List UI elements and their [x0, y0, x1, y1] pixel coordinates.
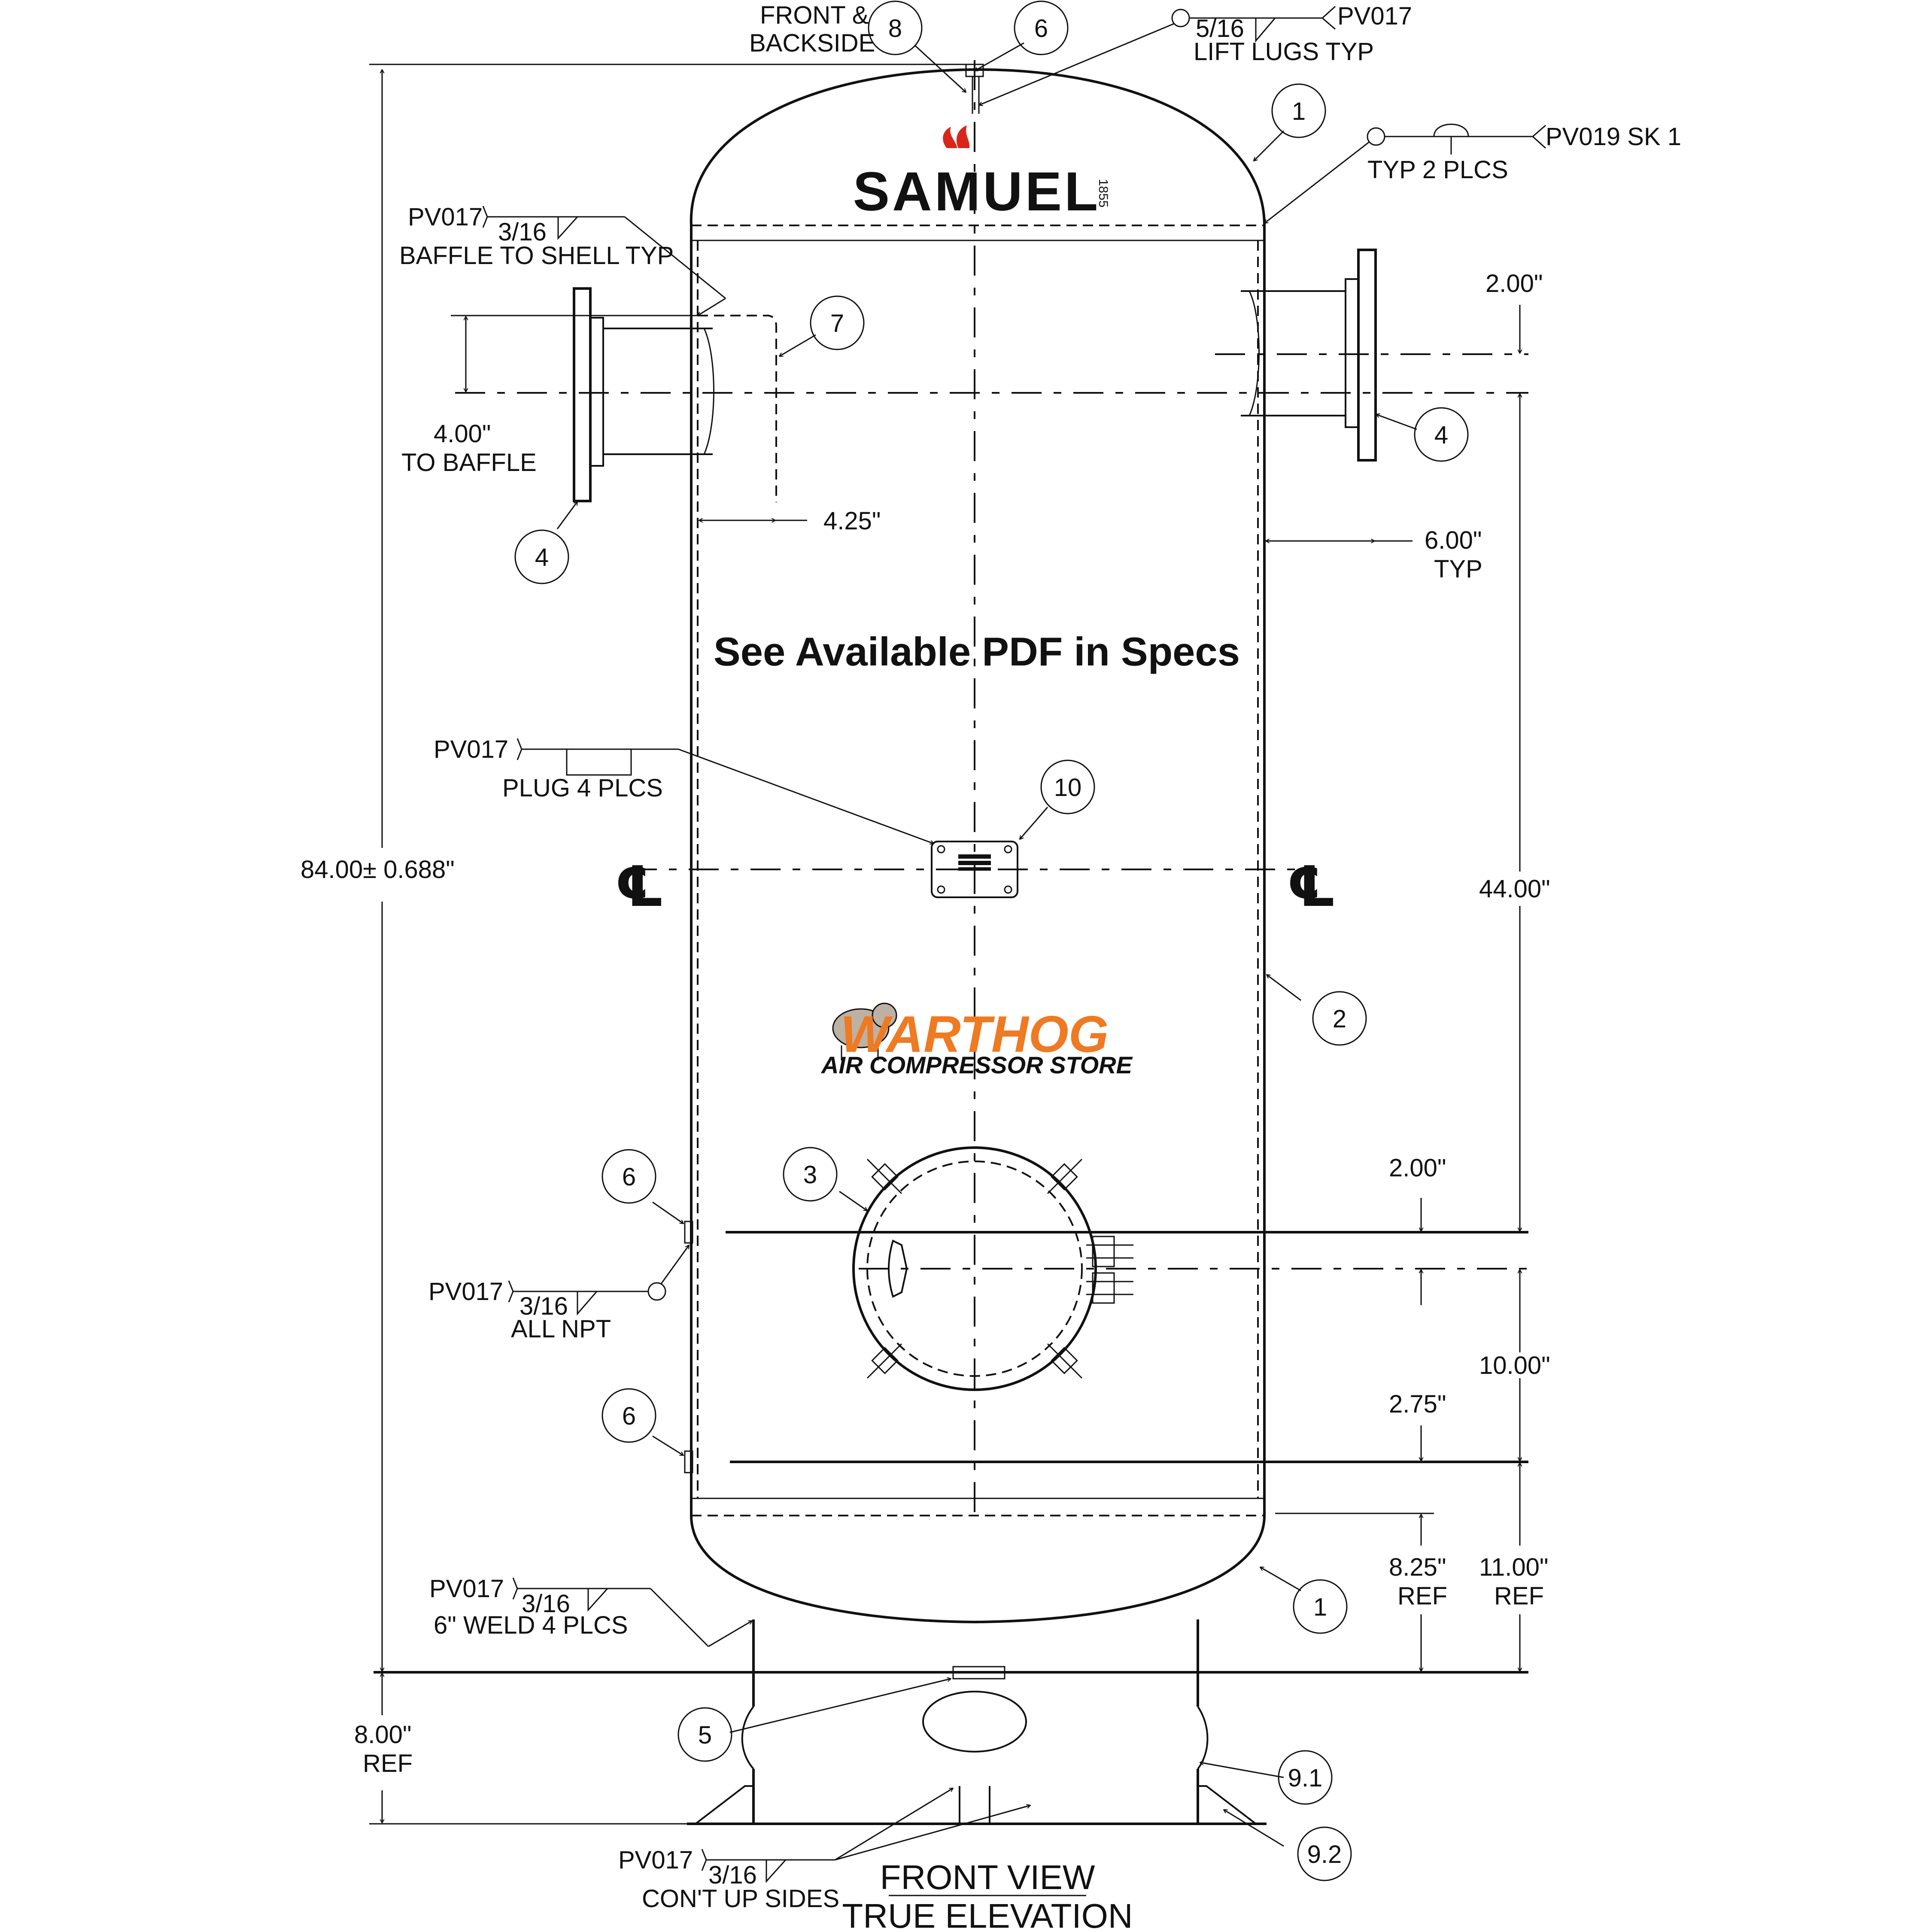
dim-lower-1: 11.00"	[1479, 1553, 1548, 1581]
dim-manway-span: 10.00"	[1479, 1352, 1550, 1379]
specs-note: See Available PDF in Specs	[714, 629, 1240, 674]
cont-size: 3/16	[708, 1861, 757, 1889]
samuel-logo-year: 1855	[1096, 179, 1110, 208]
dim-leg-2: REF	[363, 1750, 413, 1777]
balloon-4-right: 4	[1434, 421, 1448, 449]
warthog-logo: WARTHOG AIR COMPRESSOR STORE	[820, 1002, 1133, 1078]
side-coupling-lower	[684, 1450, 693, 1473]
flame-icon	[943, 127, 957, 148]
front-backside-2: BACKSIDE	[749, 29, 875, 57]
dim-lower-2: REF	[1494, 1582, 1544, 1610]
view-title: FRONT VIEW TRUE ELEVATION	[842, 1858, 1133, 1932]
dim-baffle-1: 4.00"	[434, 420, 491, 448]
view-title-line2: TRUE ELEVATION	[842, 1897, 1133, 1932]
balloon-6-lower: 6	[622, 1402, 636, 1430]
balloon-10: 10	[1054, 774, 1082, 802]
balloon-3: 3	[803, 1161, 817, 1189]
weld-size: 3/16	[522, 1590, 570, 1618]
balloon-5: 5	[698, 1721, 712, 1749]
baffle-text: BAFFLE TO SHELL TYP	[399, 242, 674, 270]
manway	[852, 1146, 1528, 1391]
balloon-4-left: 4	[535, 544, 549, 571]
balloon-9-2: 9.2	[1307, 1841, 1342, 1868]
samuel-logo-text: SAMUEL	[853, 161, 1100, 222]
balloons: 8 6 1 7 4 4 10 2 3 6 6 1 5 9.1 9.2	[514, 0, 1469, 1881]
dimension-lines	[369, 64, 1520, 1825]
view-title-line1: FRONT VIEW	[880, 1858, 1095, 1896]
balloon-2: 2	[1333, 1005, 1346, 1033]
sk-ref: PV019 SK 1	[1546, 123, 1681, 151]
dim-manway-offset: 2.00"	[1389, 1154, 1446, 1182]
npt-text: ALL NPT	[511, 1315, 611, 1343]
dim-center-height: 44.00"	[1479, 875, 1550, 903]
balloon-6-top: 6	[1034, 15, 1048, 43]
front-backside-1: FRONT &	[760, 1, 869, 29]
balloon-7: 7	[830, 310, 844, 337]
callout-texts: FRONT & BACKSIDE PV017 5/16 LIFT LUGS TY…	[399, 1, 1681, 1913]
vessel	[690, 60, 1266, 1624]
dimension-texts: 84.00± 0.688" 8.00" REF 4.00" TO BAFFLE …	[301, 270, 1550, 1777]
left-nozzle	[455, 287, 1528, 502]
npt-size: 3/16	[519, 1292, 568, 1320]
dim-overall-height: 84.00± 0.688"	[301, 856, 455, 884]
cont-text: CON'T UP SIDES	[642, 1885, 839, 1913]
bottom-head	[690, 1515, 1266, 1624]
dim-head-2: REF	[1397, 1582, 1447, 1610]
balloon-9-1: 9.1	[1288, 1764, 1323, 1792]
centerline-symbol-right: ℄	[1287, 855, 1337, 918]
support-legs	[374, 1619, 1528, 1825]
warthog-logo-text: WARTHOG	[841, 1005, 1109, 1063]
dim-lower-offset: 2.75"	[1389, 1390, 1446, 1418]
lift-text: LIFT LUGS TYP	[1194, 38, 1374, 66]
right-nozzle	[1215, 249, 1528, 462]
nameplate	[931, 841, 1018, 898]
baffle	[698, 315, 777, 502]
plug-text: PLUG 4 PLCS	[502, 774, 663, 802]
plug-ref: PV017	[434, 735, 508, 763]
sk-text: TYP 2 PLCS	[1367, 156, 1508, 184]
lift-ref: PV017	[1337, 2, 1412, 30]
lift-size: 5/16	[1196, 15, 1244, 43]
dim-nozzle-proj-1: 6.00"	[1425, 526, 1482, 554]
npt-ref: PV017	[428, 1278, 503, 1306]
centerline-symbol-left: ℄	[615, 855, 665, 918]
balloon-1-top: 1	[1292, 97, 1306, 125]
dim-head-1: 8.25"	[1389, 1553, 1446, 1581]
side-coupling-upper	[684, 1221, 693, 1244]
dim-baffle-depth: 4.25"	[823, 507, 881, 535]
baffle-ref: PV017	[408, 203, 483, 231]
samuel-logo: SAMUEL 1855	[853, 125, 1110, 222]
dim-leg-1: 8.00"	[354, 1721, 411, 1749]
dim-nozzle-offset: 2.00"	[1485, 270, 1543, 298]
dim-baffle-2: TO BAFFLE	[401, 449, 537, 477]
balloon-1-bottom: 1	[1313, 1593, 1327, 1621]
weld-ref: PV017	[429, 1575, 504, 1603]
balloon-8: 8	[888, 15, 902, 43]
top-coupling	[965, 64, 984, 77]
cont-ref: PV017	[618, 1846, 693, 1874]
leaders	[482, 6, 1546, 1883]
balloon-6-upper: 6	[622, 1163, 636, 1191]
warthog-tagline: AIR COMPRESSOR STORE	[820, 1051, 1133, 1078]
dim-nozzle-proj-2: TYP	[1434, 555, 1482, 583]
weld-text: 6" WELD 4 PLCS	[434, 1611, 628, 1639]
baffle-size: 3/16	[498, 218, 547, 246]
